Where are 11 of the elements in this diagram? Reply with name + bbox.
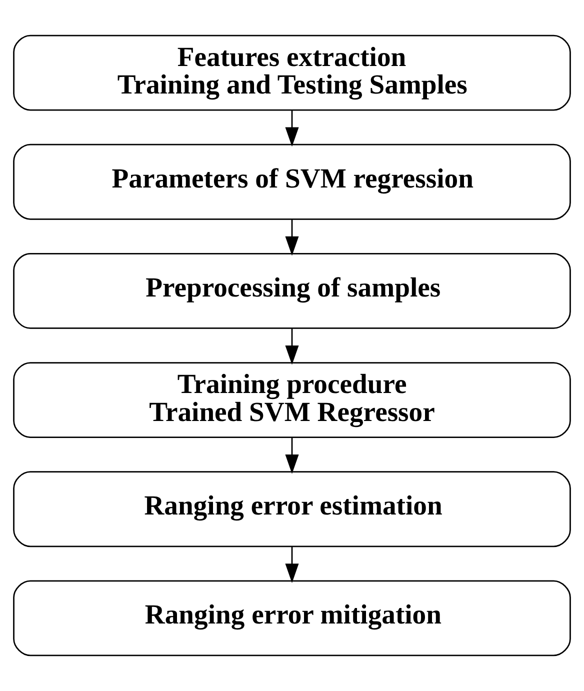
node-box: Preprocessing of samples bbox=[13, 253, 571, 329]
node-box: Ranging error mitigation bbox=[13, 580, 571, 656]
arrow bbox=[285, 328, 299, 365]
arrow bbox=[285, 437, 299, 474]
node-box: Training procedure Trained SVM Regressor bbox=[13, 362, 571, 438]
node-box: Features extraction Training and Testing Samples bbox=[13, 34, 571, 111]
arrow bbox=[285, 546, 299, 583]
arrow bbox=[285, 110, 299, 147]
node-box: Ranging error estimation bbox=[13, 471, 571, 548]
arrow bbox=[285, 219, 299, 256]
node-box: Parameters of SVM regression bbox=[13, 144, 571, 220]
